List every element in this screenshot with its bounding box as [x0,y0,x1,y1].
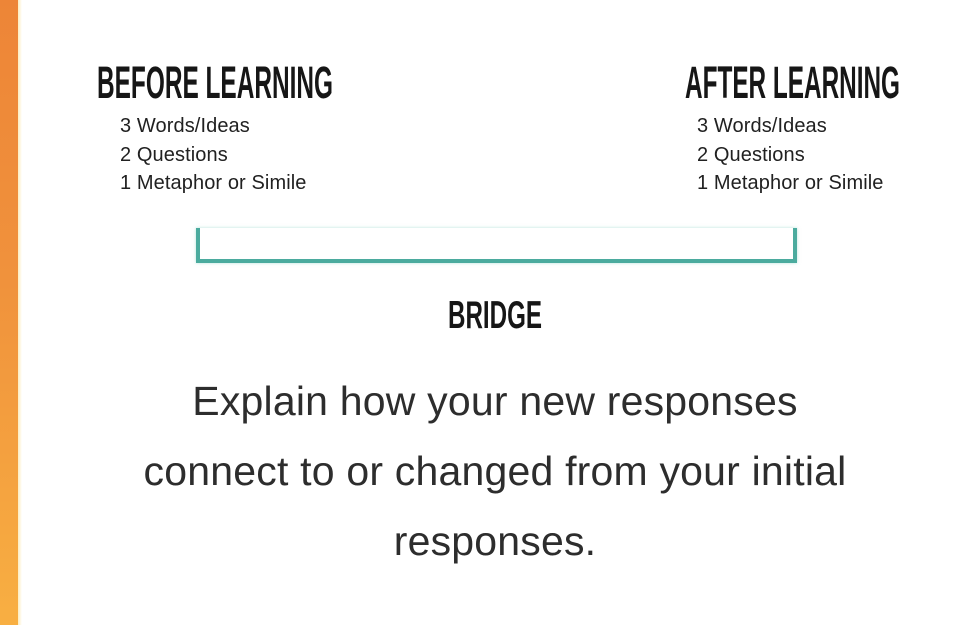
list-item: 3 Words/Ideas [697,115,827,137]
bridge-prompt: Explain how your new responses connect t… [18,366,972,576]
list-item: 2 Questions [120,143,228,166]
bridge-label-svg: BRIDGE [448,294,542,337]
after-learning-title-svg: AFTER LEARNING [685,57,900,108]
prompt-line: Explain how your new responses [192,378,798,424]
accent-stripe [0,0,22,625]
bridge-label-wrap: BRIDGE [18,294,972,337]
list-item: 1 Metaphor or Simile [120,172,307,194]
before-learning-list: 3 Words/Ideas 2 Questions 1 Metaphor or … [120,112,307,198]
before-learning-title: BEFORE LEARNING [97,57,333,108]
after-learning-list: 3 Words/Ideas 2 Questions 1 Metaphor or … [697,112,884,198]
list-item: 2 Questions [697,143,805,166]
prompt-line: connect to or changed from your initial [143,448,847,494]
after-learning-title: AFTER LEARNING [685,57,900,108]
list-item: 1 Metaphor or Simile [697,172,884,194]
prompt-line: responses. [393,518,597,564]
before-learning-title-svg: BEFORE LEARNING [97,57,333,108]
list-item: 3 Words/Ideas [120,115,250,137]
bridge-bracket [196,228,797,263]
bridge-label: BRIDGE [448,294,542,337]
